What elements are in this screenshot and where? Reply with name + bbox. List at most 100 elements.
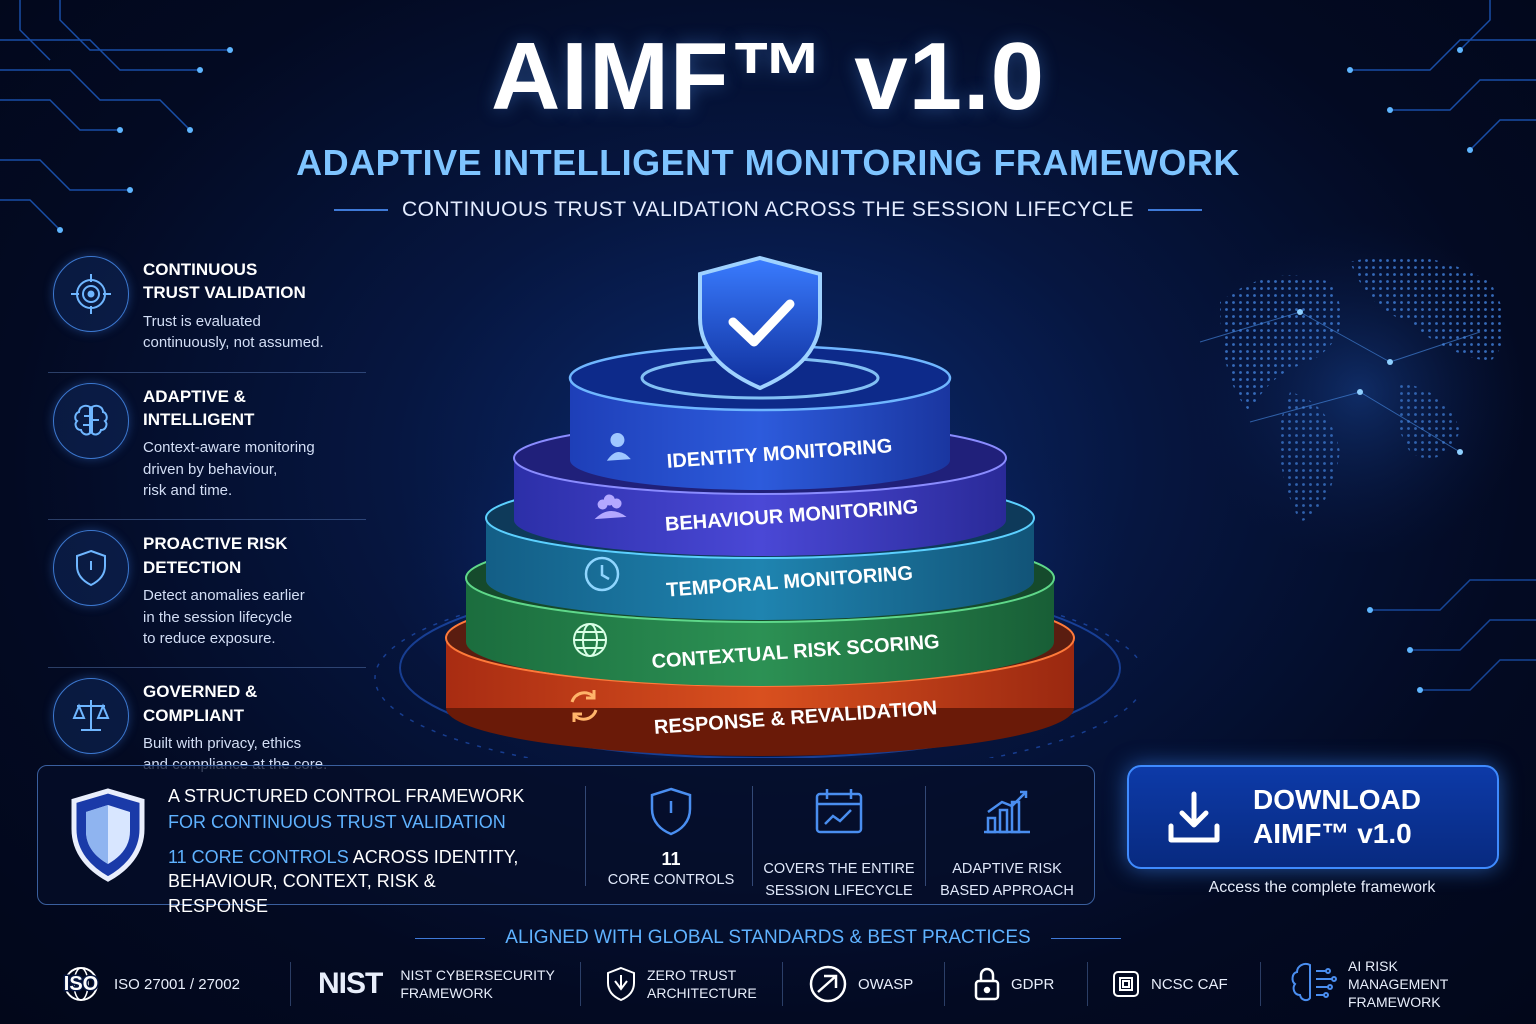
standard-label: NCSC CAF [1151,975,1228,993]
divider [752,786,753,886]
feature-description: Built with privacy, ethics [143,735,302,752]
feature-description: Context-aware monitoring [143,439,315,457]
divider [925,786,926,886]
download-caption: Access the complete framework [1208,879,1436,896]
standard-owasp: OWASP [808,958,913,1010]
divider [1087,962,1088,1006]
stat-value: 11 [661,849,681,869]
feature-item: ADAPTIVE & INTELLIGENT Context-aware moni… [48,373,366,521]
stat-label: ADAPTIVE RISK [952,861,1062,877]
divider [290,962,291,1006]
chip-icon [1113,971,1139,997]
download-label: DOWNLOAD [1253,783,1421,815]
standard-label: MANAGEMENT [1348,975,1449,992]
user-icon [606,433,631,461]
standard-label: ISO 27001 / 27002 [114,975,240,993]
feature-title: DETECTION [143,557,242,577]
stat-label: CORE CONTROLS [607,872,735,888]
feature-title: CONTINUOUS [143,260,258,279]
page-title: AIMF™ v1.0 [490,23,1046,130]
tagline-row: CONTINUOUS TRUST VALIDATION ACROSS THE S… [0,198,1536,222]
nist-logo: NIST [318,967,383,1000]
stat-session-lifecycle: COVERS THE ENTIRE SESSION LIFECYCLE [758,786,920,903]
controls-highlight: 11 CORE CONTROLS [168,847,349,867]
stat-label: COVERS THE ENTIRE [763,861,915,877]
clock-icon [584,556,620,592]
standard-label: GDPR [1011,975,1055,993]
divider [1260,962,1261,1006]
shield-check-icon [698,255,822,391]
standard-zero-trust: ZERO TRUST ARCHITECTURE [605,958,757,1010]
feature-description: driven by behaviour, [143,460,278,478]
summary-detail-text: ACROSS IDENTITY, [348,847,519,867]
standard-gdpr: GDPR [973,958,1054,1010]
ai-brain-circuit-icon [1291,962,1337,1002]
calendar-chart-icon [815,789,863,834]
divider-line [333,209,388,211]
users-icon [594,494,627,520]
shield-alert-icon [53,530,129,607]
globe-decoration [1190,222,1530,552]
globe-icon [573,623,607,657]
scales-icon [53,678,129,755]
feature-title: INTELLIGENT [143,409,255,429]
feature-description: risk and time. [143,482,233,499]
standards-heading: ALIGNED WITH GLOBAL STANDARDS & BEST PRA… [505,927,1031,949]
target-icon [53,256,129,332]
download-button[interactable]: DOWNLOAD AIMF™ v1.0 [1127,765,1499,869]
stat-risk-approach: ADAPTIVE RISK BASED APPROACH [932,786,1082,903]
divider-line [415,937,486,939]
summary-line-highlight: FOR CONTINUOUS TRUST VALIDATION [168,812,506,832]
standard-label: OWASP [858,975,914,993]
download-icon [1168,791,1220,843]
standard-iso: ISO ISO 27001 / 27002 [58,958,240,1010]
standard-label: FRAMEWORK [1348,994,1441,1011]
stat-label: BASED APPROACH [940,882,1074,899]
stat-core-controls: 11 CORE CONTROLS [600,786,742,892]
standard-label: AI RISK [1348,957,1398,974]
summary-detail-text: BEHAVIOUR, CONTEXT, RISK & RESPONSE [168,871,436,916]
standard-label: ARCHITECTURE [647,985,757,1001]
shield-icon [71,788,145,882]
feature-item: CONTINUOUS TRUST VALIDATION Trust is eval… [48,246,366,373]
feature-item: PROACTIVE RISK DETECTION Detect anomalies… [48,520,366,669]
divider [580,962,581,1006]
download-label: AIMF™ v1.0 [1253,818,1412,849]
summary-panel [37,765,1095,905]
circuit-decoration-left [0,0,233,233]
shield-outline-icon [650,787,692,836]
summary-detail: 11 CORE CONTROLS ACROSS IDENTITY, BEHAVI… [168,845,528,918]
feature-description: in the session lifecycle [143,608,293,626]
tagline: CONTINUOUS TRUST VALIDATION ACROSS THE S… [401,198,1135,221]
feature-title: COMPLIANT [143,705,245,725]
zero-trust-shield-icon [607,966,635,1002]
lock-icon [974,967,1000,1001]
brain-icon [53,382,129,459]
standards-heading-row: ALIGNED WITH GLOBAL STANDARDS & BEST PRA… [0,926,1536,949]
divider [782,962,783,1006]
feature-description: Trust is evaluated [143,312,261,330]
refresh-icon [570,690,598,722]
page-subtitle: ADAPTIVE INTELLIGENT MONITORING FRAMEWOR… [296,142,1240,183]
feature-title: TRUST VALIDATION [143,283,306,303]
divider-line [1148,209,1203,211]
feature-title: ADAPTIVE & [143,386,246,406]
owasp-logo-icon [809,965,847,1003]
standard-label: NIST CYBERSECURITY [400,966,555,983]
divider-line [1050,937,1121,939]
feature-title: GOVERNED & [143,682,258,702]
standard-nist: NIST NIST CYBERSECURITY FRAMEWORK [318,958,555,1010]
standard-label: FRAMEWORK [400,985,493,1001]
feature-title: PROACTIVE RISK [143,534,288,554]
feature-description: continuously, not assumed. [143,334,324,352]
feature-description: Detect anomalies earlier [143,587,305,605]
circuit-decoration-right [1347,0,1536,153]
divider [944,962,945,1006]
circuit-decoration-bottom-right [1367,579,1536,693]
feature-description: to reduce exposure. [143,629,276,647]
framework-layer-stack: IDENTITY MONITORING BEHAVIOUR MONITORING… [374,255,1140,758]
standard-label: ZERO TRUST [647,966,737,983]
divider [585,786,586,886]
stat-label: SESSION LIFECYCLE [765,882,913,899]
